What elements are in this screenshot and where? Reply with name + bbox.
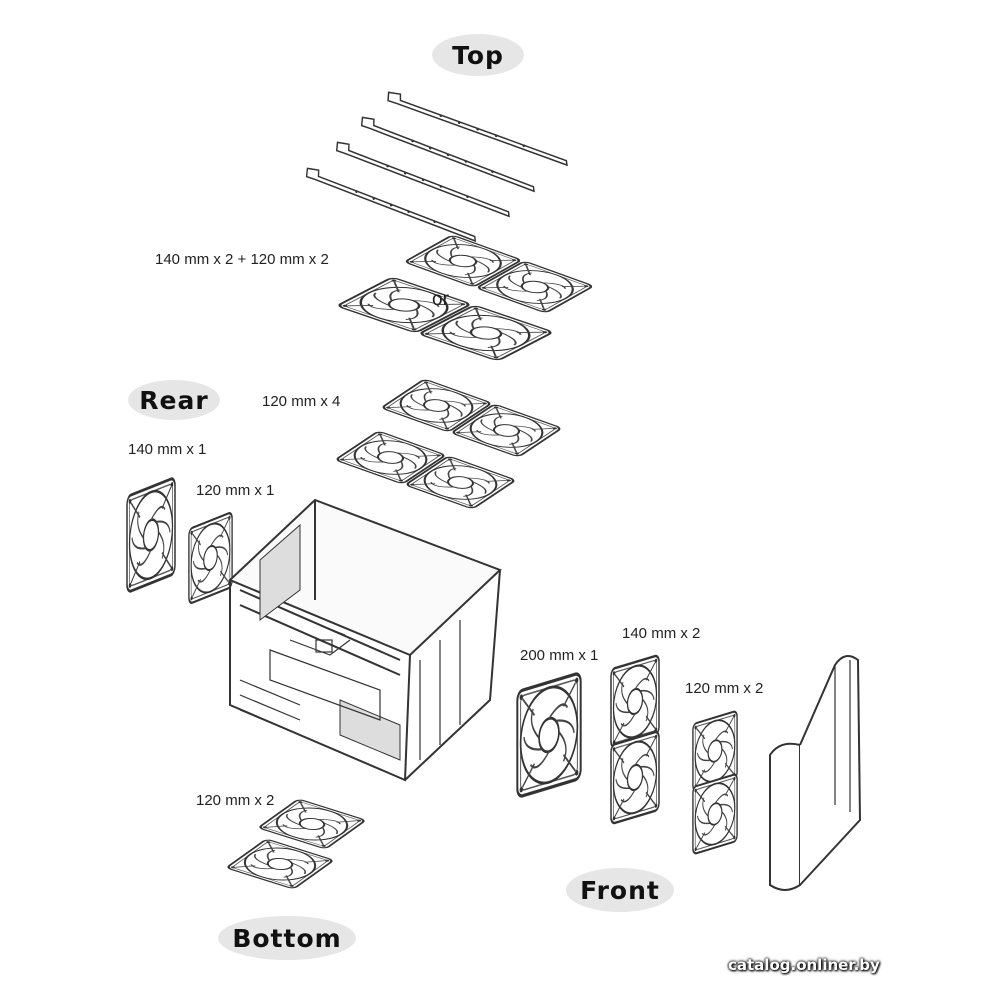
top-rails xyxy=(302,89,573,242)
bottom-120-label: 120 mm x 2 xyxy=(196,792,275,809)
top-or-label: or xyxy=(432,289,449,310)
chassis xyxy=(228,498,502,782)
section-top-label: Top xyxy=(432,34,524,76)
front-120-label: 120 mm x 2 xyxy=(685,680,764,697)
section-bottom-label: Bottom xyxy=(218,916,356,960)
top-fans-option-a xyxy=(335,234,595,363)
rear-140-label: 140 mm x 1 xyxy=(128,441,207,458)
front-140-label: 140 mm x 2 xyxy=(622,625,701,642)
section-rear-label: Rear xyxy=(128,380,220,420)
top-fans-option-b xyxy=(334,378,563,511)
top-option-a-label: 140 mm x 2 + 120 mm x 2 xyxy=(155,251,329,268)
front-200-label: 200 mm x 1 xyxy=(520,647,599,664)
rear-120-label: 120 mm x 1 xyxy=(196,482,275,499)
bottom-fans xyxy=(225,798,367,891)
front-panel xyxy=(769,655,862,891)
section-front-label: Front xyxy=(566,868,674,912)
watermark: catalog.onliner.by xyxy=(728,956,880,974)
top-option-b-label: 120 mm x 4 xyxy=(262,393,341,410)
